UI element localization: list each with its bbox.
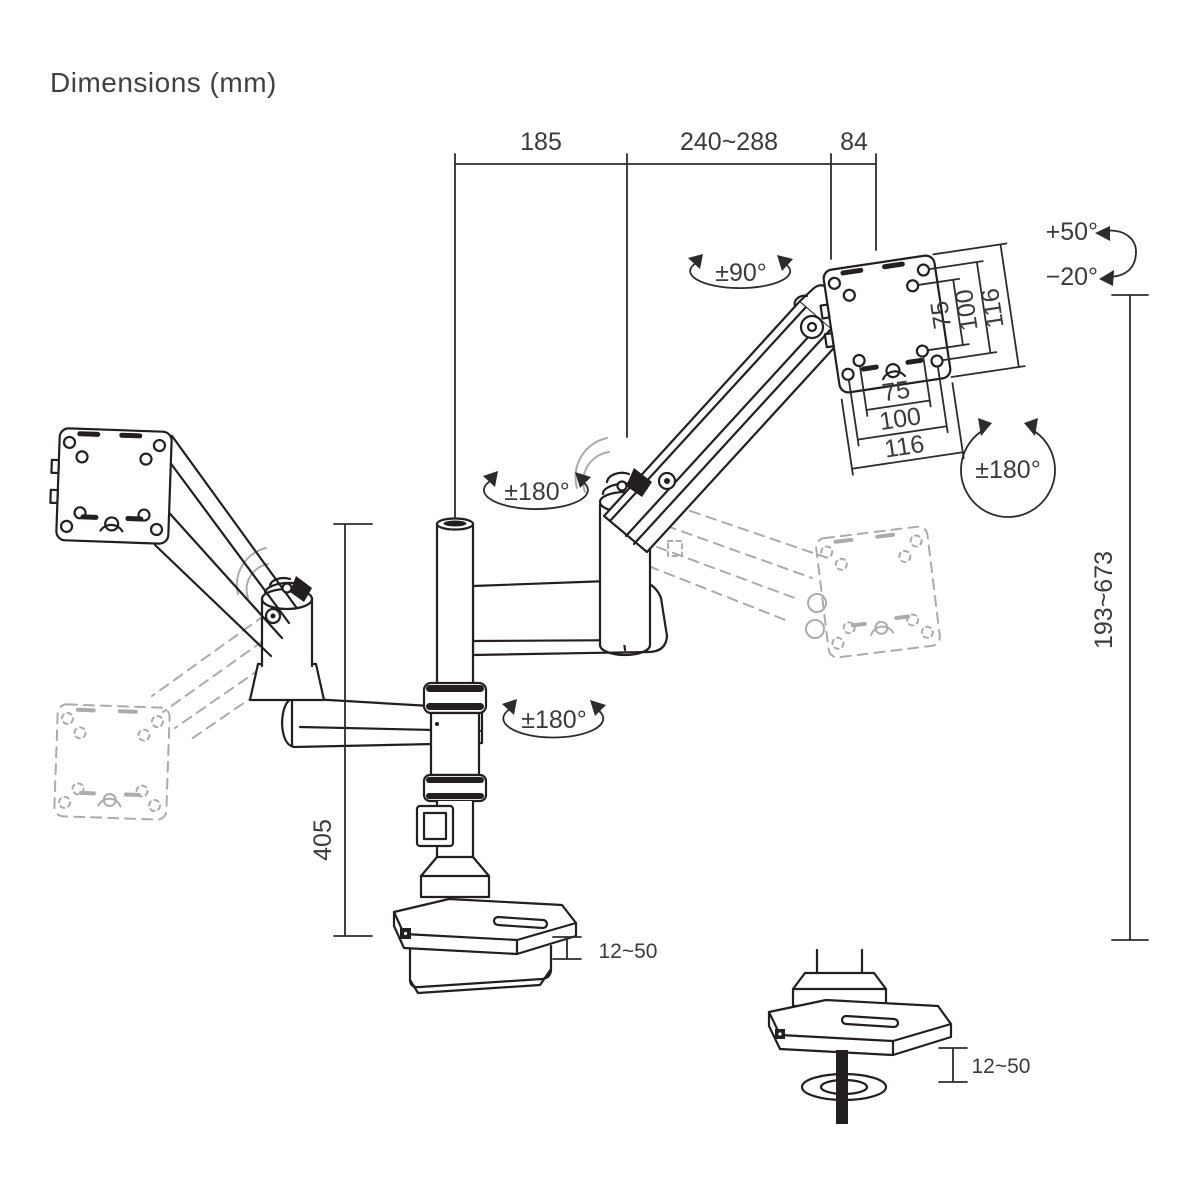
grommet-bolt: [836, 1050, 848, 1124]
rotation-swivel: ±90°: [688, 254, 793, 289]
tilt-annotation: +50° −20°: [1046, 218, 1137, 291]
base-slot: [492, 915, 549, 930]
vesa-vertical-116: 116: [976, 286, 1010, 330]
dim-clamp-thickness-label: 12~50: [599, 940, 658, 963]
left-arm: [153, 434, 298, 658]
grommet-mount: [767, 948, 953, 1124]
dim-pole-height: 405: [309, 523, 373, 937]
grommet-pole-stub: [815, 948, 864, 975]
vesa-vertical-100: 100: [950, 287, 984, 332]
ghost-right-vesa-plate: [815, 525, 941, 659]
rotation-monitor-label: ±180°: [975, 456, 1040, 484]
rotation-monitor: ±180°: [960, 418, 1056, 518]
dim-head-offset: 84: [840, 128, 868, 156]
left-vesa-plate: [49, 427, 173, 545]
vesa-horizontal-dimensions: 75 100 116: [840, 356, 965, 476]
vesa-horizontal-100: 100: [878, 402, 923, 436]
rotation-upper-arm-label: ±180°: [504, 478, 569, 506]
cable-clip: [415, 804, 455, 848]
dim-arm-offset: 185: [520, 128, 562, 156]
ghost-right-arm: [632, 499, 827, 639]
vesa-vertical-dimensions: 75 100 116: [916, 242, 1026, 378]
dim-height-range: 193~673: [1090, 294, 1149, 941]
tilt-down-label: −20°: [1046, 263, 1098, 291]
dim-pole-height-label: 405: [309, 819, 337, 861]
clamp-foot: [408, 944, 553, 989]
rotation-lower-arm-label: ±180°: [521, 706, 586, 734]
clamp-base: [392, 897, 578, 995]
dim-top: 185 240~288 84: [454, 128, 877, 519]
page-title: Dimensions (mm): [50, 67, 277, 98]
dim-arm-reach: 240~288: [680, 128, 778, 156]
left-elbow-joint: [235, 547, 326, 702]
rotation-upper-arm: ±180°: [483, 471, 591, 510]
pole: [415, 517, 491, 899]
rotation-lower-arm: ±180°: [502, 699, 606, 739]
dim-grommet-thickness: 12~50: [938, 1047, 1031, 1083]
ghost-left-vesa-plate: [53, 703, 171, 821]
vesa-horizontal-116: 116: [883, 430, 927, 464]
vesa-horizontal-75: 75: [880, 375, 912, 407]
left-elbow-cap: [263, 576, 312, 625]
vesa-vertical-75: 75: [925, 299, 957, 331]
tilt-up-label: +50°: [1046, 218, 1098, 246]
upper-arm: [602, 299, 845, 554]
rotation-swivel-label: ±90°: [715, 259, 767, 287]
pole-sleeve: [429, 711, 481, 777]
right-elbow-cap: [601, 468, 677, 497]
dim-grommet-thickness-label: 12~50: [972, 1055, 1031, 1078]
dim-clamp-thickness: 12~50: [552, 936, 658, 963]
dim-height-range-label: 193~673: [1090, 551, 1118, 649]
